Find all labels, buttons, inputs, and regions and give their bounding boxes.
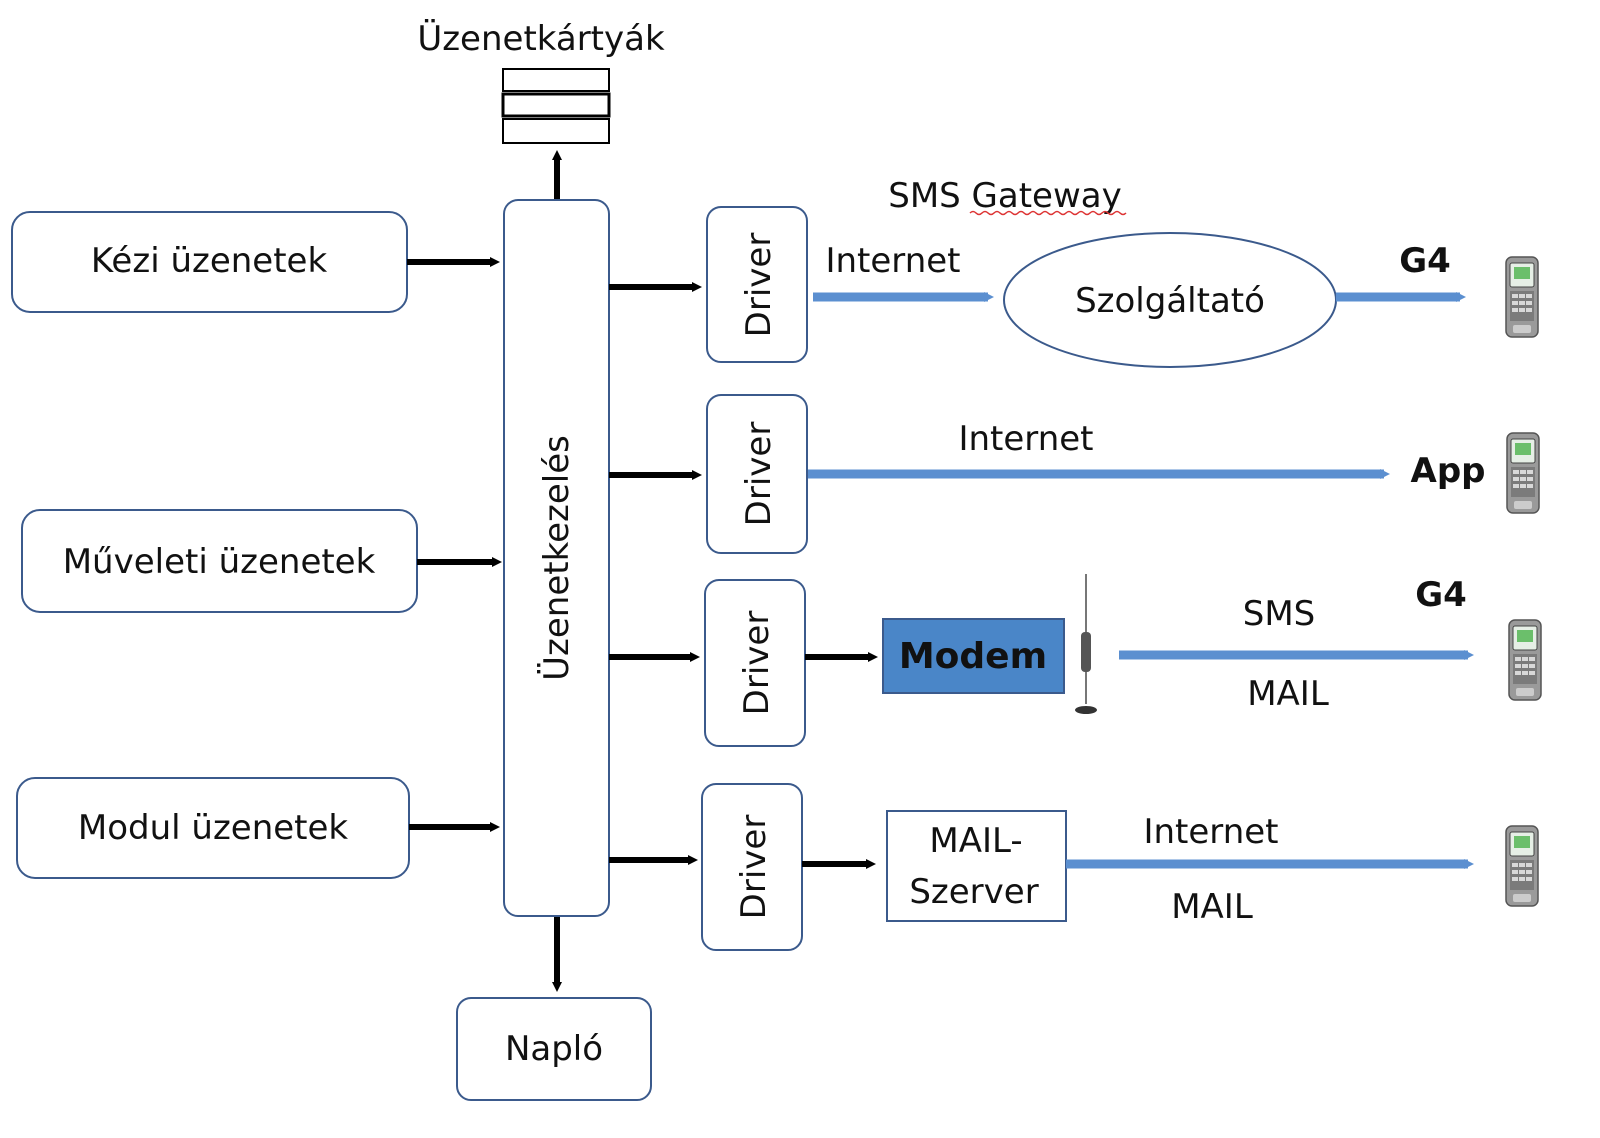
mobile-device-icon bbox=[1505, 256, 1539, 338]
driver-1-label: Driver bbox=[739, 233, 779, 338]
g4-label-1: G4 bbox=[1399, 241, 1451, 281]
mail-server-label-line1: MAIL- bbox=[929, 821, 1022, 861]
modem-box: Modem bbox=[882, 618, 1065, 694]
mail-label: MAIL bbox=[1171, 887, 1253, 927]
message-hub-label: Üzenetkezelés bbox=[536, 435, 577, 681]
mobile-device-icon bbox=[1505, 825, 1539, 907]
provider-node: Szolgáltató bbox=[1003, 232, 1337, 368]
g4-label-2: G4 bbox=[1415, 575, 1467, 615]
source-operational: Műveleti üzenetek bbox=[21, 509, 418, 613]
driver-4-label: Driver bbox=[734, 815, 774, 920]
spellcheck-underline bbox=[969, 210, 1127, 216]
mail-internet-label: Internet bbox=[1143, 812, 1278, 852]
provider-label: Szolgáltató bbox=[1075, 281, 1265, 321]
driver-4: Driver bbox=[701, 783, 803, 951]
driver-2-label: Driver bbox=[739, 422, 779, 527]
sms-gateway-title: SMS Gateway bbox=[888, 176, 1122, 216]
driver-3: Driver bbox=[704, 579, 806, 747]
message-cards-label: Üzenetkártyák bbox=[417, 18, 665, 59]
driver-3-label: Driver bbox=[737, 611, 777, 716]
message-cards-queue: Üzenetkártyák bbox=[417, 18, 665, 144]
log-box: Napló bbox=[456, 997, 652, 1101]
driver-2: Driver bbox=[706, 394, 808, 554]
app-internet-label: Internet bbox=[958, 419, 1093, 459]
message-hub: Üzenetkezelés bbox=[503, 199, 610, 917]
modem-sms-label: SMS bbox=[1243, 594, 1316, 634]
mail-server-box: MAIL- Szerver bbox=[886, 810, 1067, 922]
mail-server-label-line2: Szerver bbox=[909, 872, 1038, 912]
modem-label: Modem bbox=[899, 636, 1047, 677]
mobile-device-icon bbox=[1506, 432, 1540, 514]
log-label: Napló bbox=[505, 1029, 603, 1069]
source-operational-label: Műveleti üzenetek bbox=[63, 542, 376, 582]
driver-1: Driver bbox=[706, 206, 808, 363]
antenna-icon bbox=[1075, 574, 1097, 714]
source-module-label: Modul üzenetek bbox=[78, 808, 349, 848]
source-manual-label: Kézi üzenetek bbox=[91, 241, 328, 281]
source-module: Modul üzenetek bbox=[16, 777, 410, 879]
modem-mail-label: MAIL bbox=[1247, 674, 1329, 714]
sms-gateway-internet-label: Internet bbox=[825, 241, 960, 281]
mobile-device-icon bbox=[1508, 619, 1542, 701]
app-label: App bbox=[1411, 451, 1486, 491]
source-manual: Kézi üzenetek bbox=[11, 211, 408, 313]
